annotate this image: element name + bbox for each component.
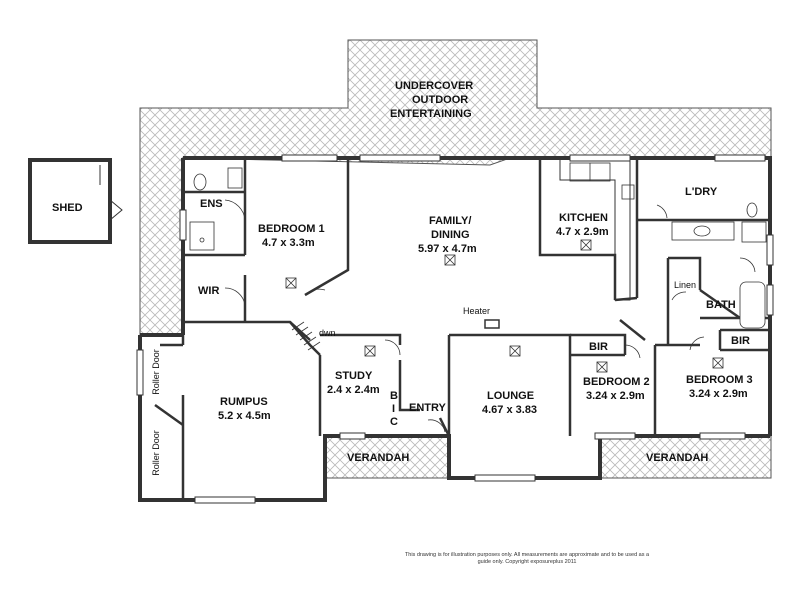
outdoor-label-1: UNDERCOVER [395, 80, 474, 92]
roller-door-label-2: Roller Door [151, 430, 161, 476]
entry-label: ENTRY [409, 402, 446, 414]
bedroom1-label: BEDROOM 1 [258, 223, 325, 235]
heater-label: Heater [463, 306, 491, 316]
bic-label-b: B [390, 390, 398, 402]
door-swings [224, 199, 756, 433]
family-label-2: DINING [431, 229, 470, 241]
verandah-right-area [599, 435, 772, 479]
kitchen-label: KITCHEN [559, 212, 608, 224]
stairs [291, 321, 321, 351]
bedroom3-dims: 3.24 x 2.9m [689, 388, 748, 400]
outdoor-entertaining-area [139, 39, 772, 336]
bic-label-c: C [390, 416, 398, 428]
fixtures [189, 162, 767, 329]
rumpus-dims: 5.2 x 4.5m [218, 410, 271, 422]
bath-label: BATH [706, 299, 736, 311]
laundry-label: L'DRY [685, 186, 718, 198]
family-dims: 5.97 x 4.7m [418, 243, 477, 255]
shed-label: SHED [52, 202, 83, 214]
ens-label: ENS [200, 198, 223, 210]
ceiling-light-markers [285, 239, 724, 373]
wir-label: WIR [198, 285, 220, 297]
windows [136, 154, 774, 504]
bir-right-label: BIR [731, 335, 750, 347]
bedroom2-dims: 3.24 x 2.9m [586, 390, 645, 402]
verandah-right-label: VERANDAH [646, 452, 709, 464]
verandah-left-label: VERANDAH [347, 452, 410, 464]
linen-label: Linen [674, 280, 697, 290]
bir-mid-label: BIR [589, 341, 608, 353]
bedroom1-dims: 4.7 x 3.3m [262, 237, 315, 249]
study-label: STUDY [335, 370, 373, 382]
outdoor-label-3: ENTERTAINING [390, 108, 472, 120]
bedroom3-label: BEDROOM 3 [686, 374, 753, 386]
heater-unit [484, 319, 500, 329]
family-label-1: FAMILY/ [429, 215, 472, 227]
lounge-dims: 4.67 x 3.83 [482, 404, 538, 416]
kitchen-dims: 4.7 x 2.9m [556, 226, 609, 238]
lounge-label: LOUNGE [487, 390, 535, 402]
bic-label-i: I [392, 403, 396, 415]
kitchen-bench [559, 158, 631, 301]
outdoor-label-2: OUTDOOR [412, 94, 469, 106]
rumpus-label: RUMPUS [220, 396, 268, 408]
disclaimer-line-2: guide only. Copyright exposureplus 2011 [477, 559, 577, 565]
disclaimer-line-1: This drawing is for illustration purpose… [404, 552, 650, 558]
down-label: dwn [319, 328, 336, 338]
shed-outline [28, 158, 123, 244]
roller-door-label-1: Roller Door [151, 349, 161, 395]
study-dims: 2.4 x 2.4m [327, 384, 380, 396]
bedroom2-label: BEDROOM 2 [583, 376, 650, 388]
